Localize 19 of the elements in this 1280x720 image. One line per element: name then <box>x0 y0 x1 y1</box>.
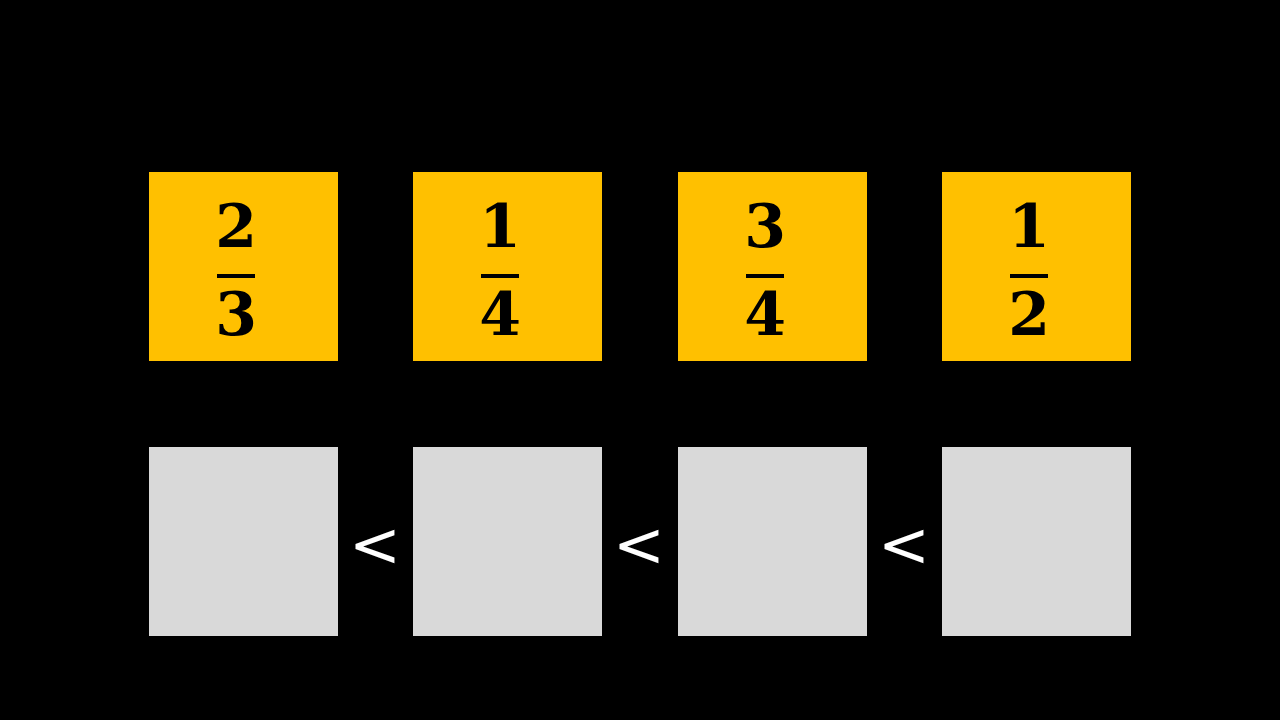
denominator: 3 <box>215 284 257 344</box>
fraction-card <box>413 172 602 361</box>
answer-box <box>413 447 602 636</box>
less-than-sign: < <box>613 514 665 576</box>
fraction-card <box>149 172 338 361</box>
less-than-sign: < <box>878 514 930 576</box>
answer-box <box>942 447 1131 636</box>
answer-box <box>149 447 338 636</box>
numerator: 1 <box>1008 196 1050 256</box>
numerator: 1 <box>479 196 521 256</box>
numerator: 2 <box>215 196 257 256</box>
fraction-card <box>942 172 1131 361</box>
denominator: 4 <box>479 284 521 344</box>
fraction-card <box>678 172 867 361</box>
denominator: 2 <box>1008 284 1050 344</box>
denominator: 4 <box>744 284 786 344</box>
numerator: 3 <box>744 196 786 256</box>
answer-box <box>678 447 867 636</box>
less-than-sign: < <box>349 514 401 576</box>
